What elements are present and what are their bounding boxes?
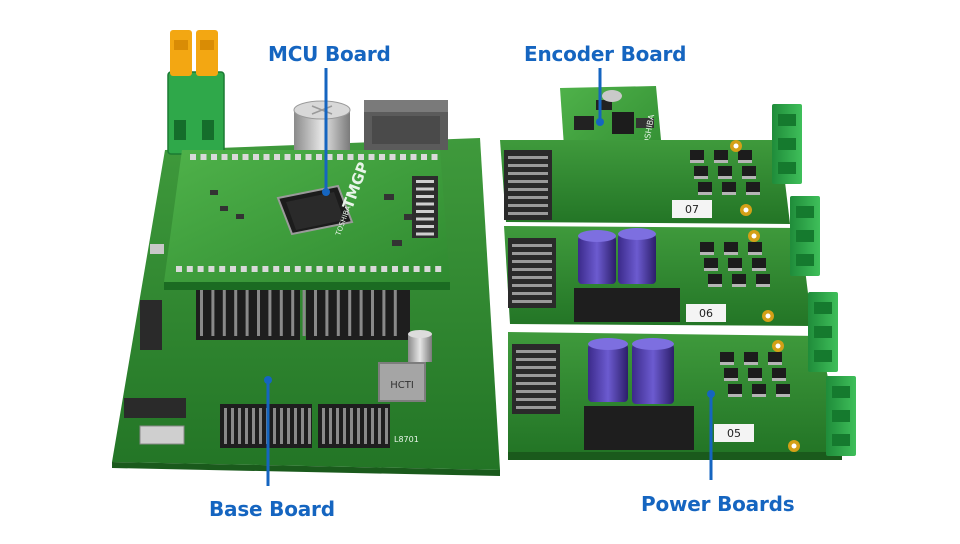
base-board-label: Base Board [209,497,335,521]
power-boards-label: Power Boards [641,492,795,516]
base-silkscreen-label: L8701 [394,435,419,444]
power-board-id-tag: 06 [686,304,726,322]
power-inductor-icon [364,100,448,150]
mcu-board-label: MCU Board [268,42,391,66]
purple-capacitor-icon [578,228,674,404]
electrolytic-capacitor-icon [293,100,351,158]
power-board-id-tag: 05 [714,424,754,442]
svg-text:06: 06 [699,307,713,320]
inductor-label: HCTI [390,380,414,391]
mcu-chip-icon [276,184,354,236]
svg-text:05: 05 [727,427,741,440]
power-board-id-tag: 07 [672,200,712,218]
base-board-components: HCTI L8701 [124,244,432,448]
power-boards: 07 06 05 [500,104,856,460]
terminal-block-orange-icon [167,30,225,155]
mcu-board: TMGP TOSHIBA [164,150,450,340]
svg-text:07: 07 [685,203,699,216]
encoder-board-label: Encoder Board [524,42,687,66]
callout-lines [264,68,715,486]
